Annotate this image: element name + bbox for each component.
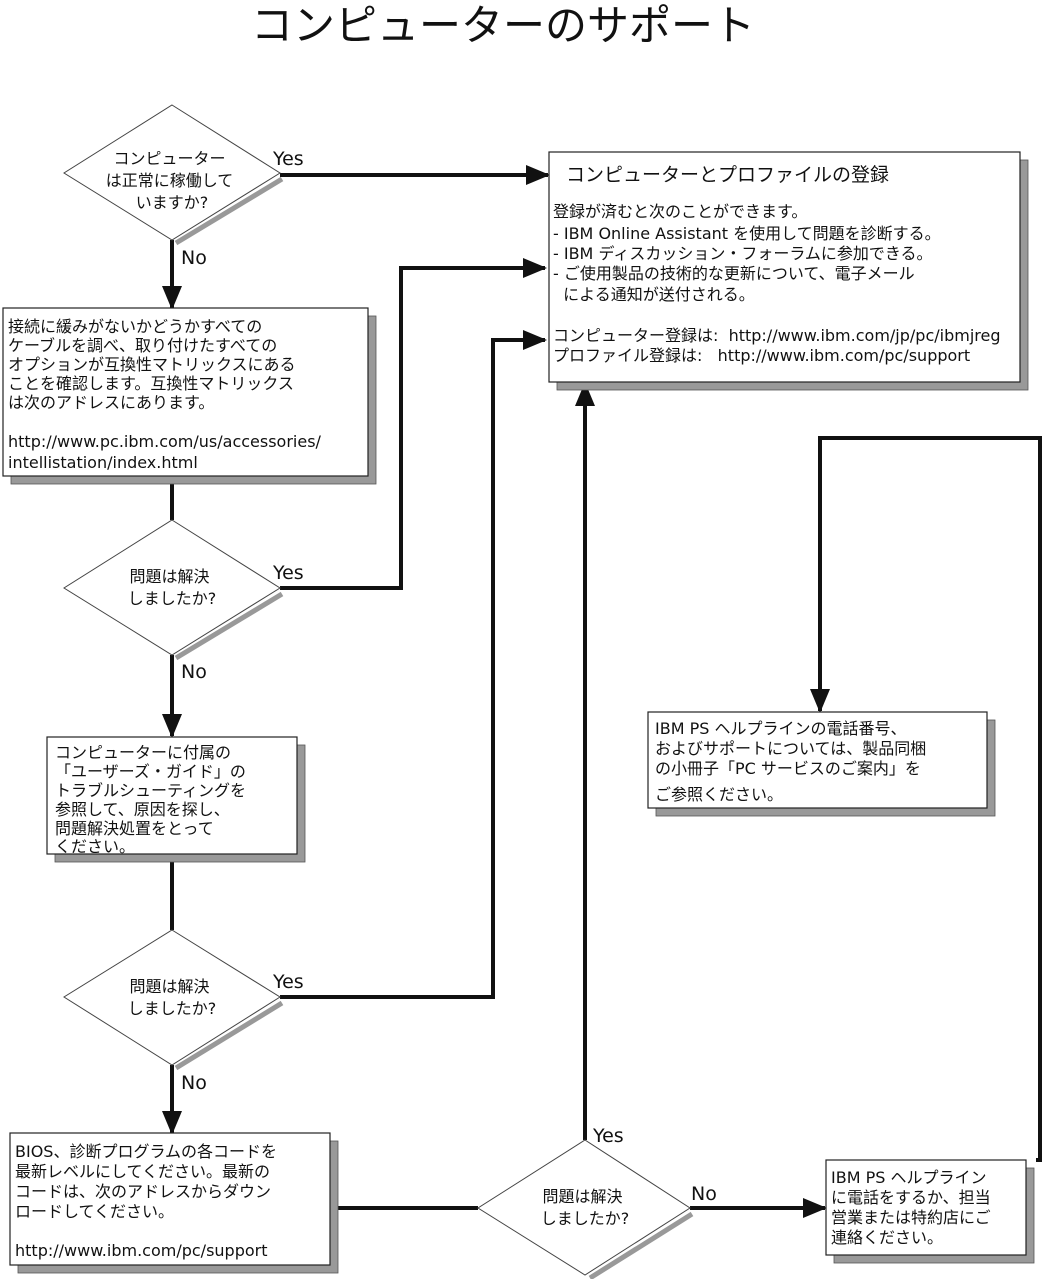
svg-text:問題は解決 しましたか?: 問題は解決 しましたか? — [128, 567, 217, 608]
helpline-info-box: IBM PS ヘルプラインの電話番号、 およびサポートについては、製品同梱 の小… — [647, 711, 996, 817]
profile-registration-url: プロファイル登録は: http://www.ibm.com/pc/support — [553, 346, 970, 365]
svg-text:IBM PS ヘルプラインの電話番号、 およびサ: IBM PS ヘルプラインの電話番号、 およびサポートについては、製品同梱 の小… — [655, 719, 931, 804]
decision-running: コンピューター は正常に稼働して いますか? Yes No — [63, 104, 304, 269]
cable-check-box: 接続に緩みがないかどうかすべての ケーブルを調べ、取り付けたすべての オプション… — [2, 307, 377, 485]
svg-text:IBM PS ヘルプライン に電話をするか、担当: IBM PS ヘルプライン に電話をするか、担当 営業または特約店にご 連絡くだ… — [831, 1168, 996, 1247]
yes-label: Yes — [272, 148, 304, 170]
user-guide-box: コンピューターに付属の 「ユーザーズ・ガイド」の トラブルシューティングを 参照… — [46, 736, 306, 863]
url-text: http://www.ibm.com/pc/support — [15, 1241, 268, 1260]
bios-update-box: BIOS、診断プログラムの各コードを 最新レベルにしてください。最新の コードは… — [9, 1132, 339, 1274]
arrow-d3-yes — [280, 330, 547, 999]
svg-text:登録が済むと次のことができます。 - IBM O: 登録が済むと次のことができます。 - IBM Online Assistant … — [0, 0, 1036, 365]
no-label: No — [181, 1072, 207, 1094]
arrow-d2-yes — [280, 258, 547, 590]
arrow-call-to-info — [810, 436, 1042, 1162]
helpline-call-box: IBM PS ヘルプライン に電話をするか、担当 営業または特約店にご 連絡くだ… — [825, 1159, 1035, 1264]
decision-solved-1: 問題は解決 しましたか? Yes No — [63, 519, 304, 683]
computer-registration-url: コンピューター登録は: http://www.ibm.com/jp/pc/ibm… — [553, 326, 1001, 345]
yes-label: Yes — [592, 1125, 624, 1147]
svg-text:コンピューターに付属の 「ユーザーズ・ガイド」の: コンピューターに付属の 「ユーザーズ・ガイド」の トラブルシューティングを 参照… — [55, 743, 251, 856]
no-label: No — [181, 247, 207, 269]
no-label: No — [181, 661, 207, 683]
yes-label: Yes — [272, 562, 304, 584]
yes-label: Yes — [272, 971, 304, 993]
registration-heading: コンピューターとプロファイルの登録 — [566, 164, 889, 186]
svg-text:コンピューター は正常に稼働して い: コンピューター は正常に稼働して いますか? — [106, 149, 239, 212]
svg-text:BIOS、診断プログラムの各コードを 最新レベル: BIOS、診断プログラムの各コードを 最新レベルにしてください。最新の コードは… — [15, 1142, 282, 1260]
url-text: http://www.pc.ibm.com/us/accessories/ — [8, 432, 322, 451]
registration-box: コンピューターとプロファイルの登録 登録が済むと次のことができます。 - IBM… — [0, 0, 1036, 391]
decision-solved-3: 問題は解決 しましたか? Yes No — [477, 1125, 717, 1279]
no-label: No — [691, 1183, 717, 1205]
svg-text:問題は解決 しましたか?: 問題は解決 しましたか? — [541, 1187, 630, 1228]
svg-text:接続に緩みがないかどうかすべての ケーブルを調べ: 接続に緩みがないかどうかすべての ケーブルを調べ、取り付けたすべての オプション… — [8, 317, 326, 472]
page-title: コンピューターのサポート — [251, 1, 755, 50]
svg-text:問題は解決 しましたか?: 問題は解決 しましたか? — [128, 977, 217, 1018]
decision-solved-2: 問題は解決 しましたか? Yes No — [63, 929, 304, 1094]
decision-text: コンピューター — [113, 149, 225, 168]
connectors — [162, 165, 1042, 1218]
